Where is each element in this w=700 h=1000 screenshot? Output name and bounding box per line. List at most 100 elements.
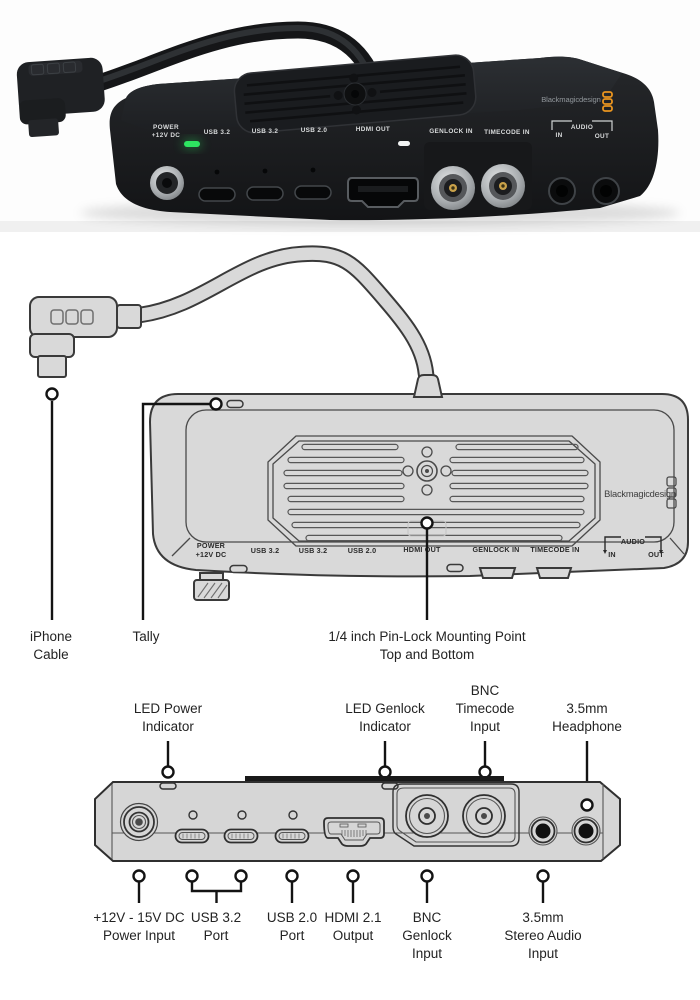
mount-label-2: Top and Bottom <box>380 647 475 662</box>
photo-ports <box>150 142 620 210</box>
front-view-diagram: LED Power Indicator LED Genlock Indicato… <box>93 683 622 961</box>
connector-grips-drawing <box>50 309 94 325</box>
hdmi-label-2: Output <box>333 928 374 943</box>
tv-label-hdmi: HDMI OUT <box>403 545 441 554</box>
usb-hatch <box>182 833 300 839</box>
vent-slats <box>283 443 589 542</box>
usb-c-connector-photo <box>16 57 105 138</box>
brand-logo-photo: Blackmagicdesign <box>541 95 601 104</box>
inner-corner-flares <box>171 537 685 557</box>
photo-label-usb32-1: USB 3.2 <box>204 129 231 136</box>
connector-leg <box>19 98 66 125</box>
mount-point-topview <box>402 446 452 496</box>
bnc-timecode-photo <box>481 164 525 208</box>
hdmi-port-drawing <box>323 817 385 847</box>
usb-c-connector-drawing <box>29 296 142 378</box>
usb-ports-drawing <box>174 828 310 844</box>
tv-label-power-1: POWER <box>197 541 226 550</box>
led-genlock-dot <box>378 765 392 779</box>
photo-label-timecode: TIMECODE IN <box>484 129 530 136</box>
photo-label-power-2: +12V DC <box>152 132 181 139</box>
dc-power-input-drawing <box>119 802 159 842</box>
tv-audio-bracket <box>604 536 662 551</box>
headphone-label-1: 3.5mm <box>566 701 607 716</box>
tv-label-audio: AUDIO <box>621 537 645 546</box>
tv-label-usb20: USB 2.0 <box>348 546 377 555</box>
headphone-dot <box>580 798 594 812</box>
tv-label-genlock: GENLOCK IN <box>472 545 519 554</box>
connector-grip-2 <box>46 62 61 75</box>
photo-audio-bracket <box>551 120 613 131</box>
bnc-genlock-photo <box>431 166 475 210</box>
led-genlock-label-1: LED Genlock <box>345 701 425 716</box>
audio-input-label-1: 3.5mm <box>522 910 563 925</box>
photo-label-genlock: GENLOCK IN <box>429 128 473 135</box>
photo-label-row: POWER +12V DC USB 3.2 USB 3.2 USB 2.0 HD… <box>152 120 613 140</box>
iphone-cable-label-1: iPhone <box>30 629 72 644</box>
photo-label-audio-in: IN <box>555 132 562 139</box>
device-body-topview <box>148 393 689 578</box>
headphone-label-2: Headphone <box>552 719 622 734</box>
usb32-bracket-line <box>190 882 243 903</box>
connector-grip-1 <box>30 63 45 76</box>
bnc-tab-2 <box>535 567 573 579</box>
usb20-dot <box>285 869 299 883</box>
topview-callouts: iPhone Cable Tally 1/4 inch Pin-Lock Mou… <box>30 387 526 662</box>
photo-label-usb32-2: USB 3.2 <box>252 128 279 135</box>
logo-dots-topview <box>666 476 677 509</box>
bottom-slot-right <box>446 563 464 573</box>
power-led-glow <box>182 139 202 149</box>
hdmi-label-1: HDMI 2.1 <box>324 910 381 925</box>
brand-logo-topview: Blackmagicdesign <box>604 489 676 499</box>
usb-screw-hole-1 <box>188 810 198 820</box>
audio-input-label-2: Stereo Audio <box>504 928 581 943</box>
connector-grip-3 <box>62 61 77 74</box>
bnc-timecode-label-3: Input <box>470 719 500 734</box>
topview-label-row: POWER +12V DC USB 3.2 USB 3.2 USB 2.0 HD… <box>196 536 664 559</box>
usb-screw-2 <box>262 168 268 174</box>
audio-jacks-photo <box>548 177 620 205</box>
usb20-label-1: USB 2.0 <box>267 910 317 925</box>
photo-label-power-1: POWER <box>153 124 179 131</box>
led-power-label-1: LED Power <box>134 701 203 716</box>
tv-label-power-2: +12V DC <box>196 550 227 559</box>
usb-cable-highlight <box>93 24 378 93</box>
tally-label: Tally <box>132 629 159 644</box>
mount-pin-bottom <box>351 105 361 115</box>
led-power-label-2: Indicator <box>142 719 194 734</box>
usb-screw-hole-3 <box>288 810 298 820</box>
tally-dot <box>209 397 223 411</box>
hdmi-port-photo <box>347 177 419 208</box>
led-power-dot <box>161 765 175 779</box>
top-view-diagram: Blackmagicdesign POWER +12V DC USB 3.2 U… <box>29 245 689 662</box>
cable-fill <box>133 247 433 381</box>
photo-label-usb20: USB 2.0 <box>301 127 328 134</box>
mount-pin-right <box>367 88 377 98</box>
frontview-bottom-callouts: +12V - 15V DC Power Input USB 3.2 Port U… <box>93 869 582 961</box>
dc-thread-connector-topview <box>193 572 230 601</box>
bnc-tab-1 <box>478 567 517 579</box>
vent-area-topview <box>267 435 601 547</box>
audio-jacks-drawing <box>528 816 601 846</box>
bnc-genlock-label-2: Genlock <box>402 928 452 943</box>
frontview-top-callouts: LED Power Indicator LED Genlock Indicato… <box>134 683 622 799</box>
mount-label-1: 1/4 inch Pin-Lock Mounting Point <box>328 629 526 644</box>
tv-label-audio-out: OUT <box>648 550 664 559</box>
device-inner-outline <box>185 409 675 543</box>
bnc-timecode-label-2: Timecode <box>456 701 515 716</box>
bnc-timecode-label-1: BNC <box>471 683 500 698</box>
photo-label-hdmi: HDMI OUT <box>356 126 390 133</box>
iphone-cable-dot <box>45 387 59 401</box>
bnc-timecode-drawing <box>462 794 506 838</box>
photo-bottom-strip <box>0 221 700 232</box>
usb32-label-2: Port <box>204 928 229 943</box>
usb-c-port-1-photo <box>198 187 236 202</box>
usb32-dot-1 <box>185 869 199 883</box>
power-input-label-1: +12V - 15V DC <box>93 910 184 925</box>
tv-label-timecode: TIMECODE IN <box>530 545 579 554</box>
audio-input-label-3: Input <box>528 946 558 961</box>
photo-label-audio: AUDIO <box>571 124 593 131</box>
bottom-slot-left <box>229 564 248 574</box>
cable-outline <box>131 245 435 383</box>
